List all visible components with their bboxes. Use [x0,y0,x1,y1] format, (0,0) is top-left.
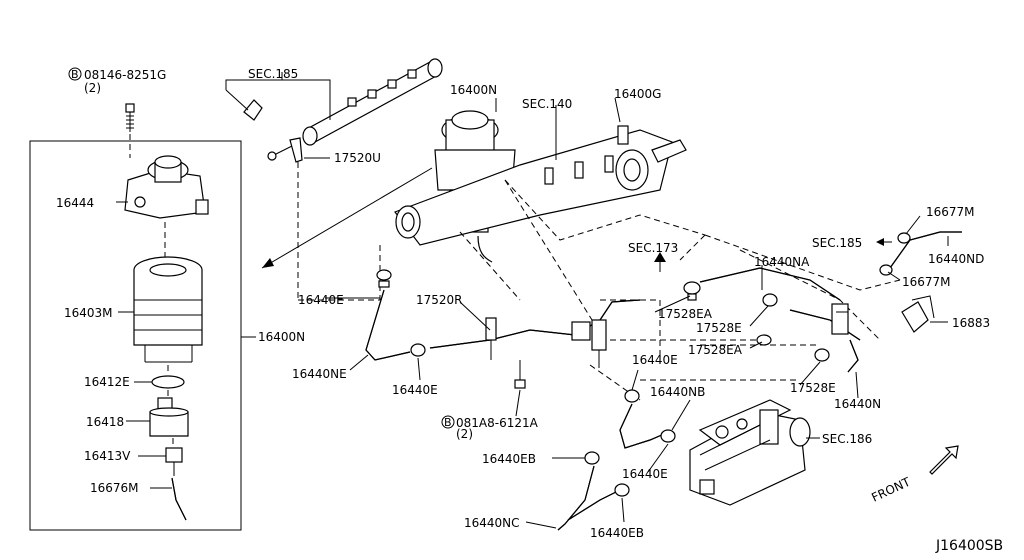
sensor-16418 [149,397,189,437]
label-17528E-b: 17528E [790,381,836,395]
label-16403M: 16403M [64,306,113,320]
label-16677M-b: 16677M [902,275,951,289]
clamp-16677M-a [897,232,911,244]
label-16883: 16883 [952,316,990,330]
clamp-group-center [831,303,849,335]
label-16440NB: 16440NB [650,385,705,399]
o-ring-16412E [151,375,185,389]
label-16440ND: 16440ND [928,252,984,266]
label-sec185-top: SEC.185 [248,67,298,81]
label-08146-8251G: 08146-8251G [84,68,166,82]
label-16412E: 16412E [84,375,130,389]
circled-b-bottom: B [441,415,455,429]
label-16440N-right: 16440N [834,397,881,411]
drain-16413V [165,447,183,470]
label-qty-b: (2) [456,427,473,441]
label-16400N-top: 16400N [450,83,497,97]
label-17520U: 17520U [334,151,381,165]
clamp-16440EB-a [584,451,600,465]
hose-under-filter [477,235,493,263]
label-16440NC: 16440NC [464,516,520,530]
diagram-code: J16400SB [935,538,1003,554]
bolt-top [125,103,135,132]
label-16400G: 16400G [614,87,661,101]
filter-assembly-box [29,140,242,531]
label-front: FRONT [869,474,913,504]
clamp-17528EA-a [683,281,701,301]
label-16677M-a: 16677M [926,205,975,219]
label-16413V: 16413V [84,449,131,463]
filter-cartridge-16403M [133,256,203,363]
label-16676M: 16676M [90,481,139,495]
clamp-16440E-d [660,429,676,443]
bolt-081A8 [514,360,526,389]
label-16440NA: 16440NA [754,255,810,269]
front-direction-arrow [261,167,433,269]
intake-manifold-sec140 [394,125,687,246]
label-16440E-b: 16440E [392,383,438,397]
label-16400N-side: 16400N [258,330,305,344]
label-sec186: SEC.186 [822,432,872,446]
label-qty-a: (2) [84,81,101,95]
injection-pump-sec186 [689,399,811,506]
filter-head-16444 [124,155,209,219]
front-indicator-arrow [929,445,959,475]
hose-16440NB [619,403,665,449]
clamp-16440E-c [624,389,640,403]
hose-16676M [171,477,187,521]
label-17528E-a: 17528E [696,321,742,335]
arrow-sec173 [654,252,666,262]
bracket-sec185 [243,99,263,121]
tee-connector [571,319,607,368]
circled-b-letter: B [71,68,79,81]
label-16440E-a: 16440E [298,293,344,307]
clip-16883 [901,295,935,333]
label-sec185-right: SEC.185 [812,236,862,250]
label-17520R: 17520R [416,293,463,307]
label-16440EB-a: 16440EB [482,452,536,466]
clamp-17528E-b [814,348,830,362]
label-sec173: SEC.173 [628,241,678,255]
label-16440E-c: 16440E [632,353,678,367]
clamp-17528E-a [762,293,778,307]
clamp-16440E-b [410,343,426,357]
circled-b-letter-2: B [444,416,452,429]
clamp-17520U [267,137,303,163]
label-16418: 16418 [86,415,124,429]
injector-rail-top [302,58,443,146]
label-081A8-6121A: 081A8-6121A [456,416,539,430]
label-17528EA-a: 17528EA [658,307,713,321]
label-sec140: SEC.140 [522,97,572,111]
clamp-16440E-a [376,269,392,288]
hose-16440NC [557,465,595,531]
clamp-16440EB-b [614,483,630,497]
label-16440NE: 16440NE [292,367,347,381]
label-16440E-d: 16440E [622,467,668,481]
circled-b-top: B [68,67,82,81]
label-16440EB-b: 16440EB [590,526,644,540]
label-16444: 16444 [56,196,94,210]
label-17528EA-b: 17528EA [688,343,743,357]
